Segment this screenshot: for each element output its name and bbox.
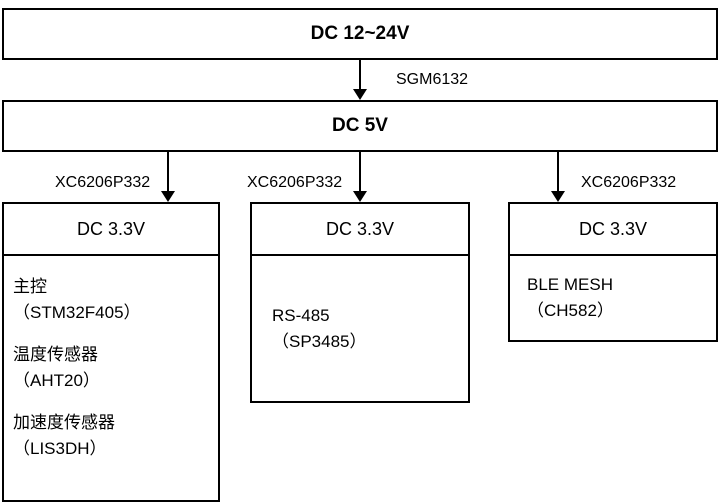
box-branch-mcu: DC 3.3V 主控 （STM32F405） 温度传感器 （AHT20） 加速度… [2,202,220,502]
component-part: （LIS3DH） [13,439,107,458]
arrow-branch-3-head-icon [551,191,565,202]
branch-1-content: 主控 （STM32F405） 温度传感器 （AHT20） 加速度传感器 （LIS… [4,256,218,462]
branch-3-header: DC 3.3V [510,204,716,256]
component-group: 温度传感器 （AHT20） [13,342,212,394]
component-name: 加速度传感器 [13,413,115,432]
component-name: BLE MESH [527,275,613,294]
arrow-branch-2-shaft [359,152,361,191]
branch-2-content: RS-485 （SP3485） [252,256,468,401]
component-part: （AHT20） [13,371,100,390]
branch-1-header: DC 3.3V [4,204,218,256]
component-name: 温度传感器 [13,345,98,364]
arrow-branch-2-head-icon [353,191,367,202]
component-name: RS-485 [272,305,330,325]
box-dc-5v: DC 5V [2,100,718,152]
component-group: 主控 （STM32F405） [13,274,212,326]
component-part: （CH582） [527,301,614,320]
component-group: RS-485 （SP3485） [272,303,468,355]
dc-input-label: DC 12~24V [310,23,410,44]
arrow-branch-1-head-icon [161,191,175,202]
branch-2-header: DC 3.3V [252,204,468,256]
branch-regulator-2-label: XC6206P332 [247,174,343,191]
component-group: 加速度传感器 （LIS3DH） [13,410,212,462]
arrow-main-shaft [359,60,361,89]
branch-regulator-3-label: XC6206P332 [581,174,677,191]
arrow-main-head-icon [353,89,367,100]
component-group: BLE MESH （CH582） [527,272,716,324]
arrow-branch-1-shaft [167,152,169,191]
component-name: 主控 [13,277,47,296]
main-regulator-label: SGM6132 [396,71,469,88]
branch-regulator-1-label: XC6206P332 [55,174,151,191]
box-dc-input: DC 12~24V [2,8,718,60]
component-part: （SP3485） [272,331,367,351]
box-branch-rs485: DC 3.3V RS-485 （SP3485） [250,202,470,403]
arrow-branch-3-shaft [557,152,559,191]
component-part: （STM32F405） [13,303,141,322]
dc-5v-label: DC 5V [332,115,388,136]
box-branch-ble: DC 3.3V BLE MESH （CH582） [508,202,718,342]
branch-3-content: BLE MESH （CH582） [510,256,716,340]
